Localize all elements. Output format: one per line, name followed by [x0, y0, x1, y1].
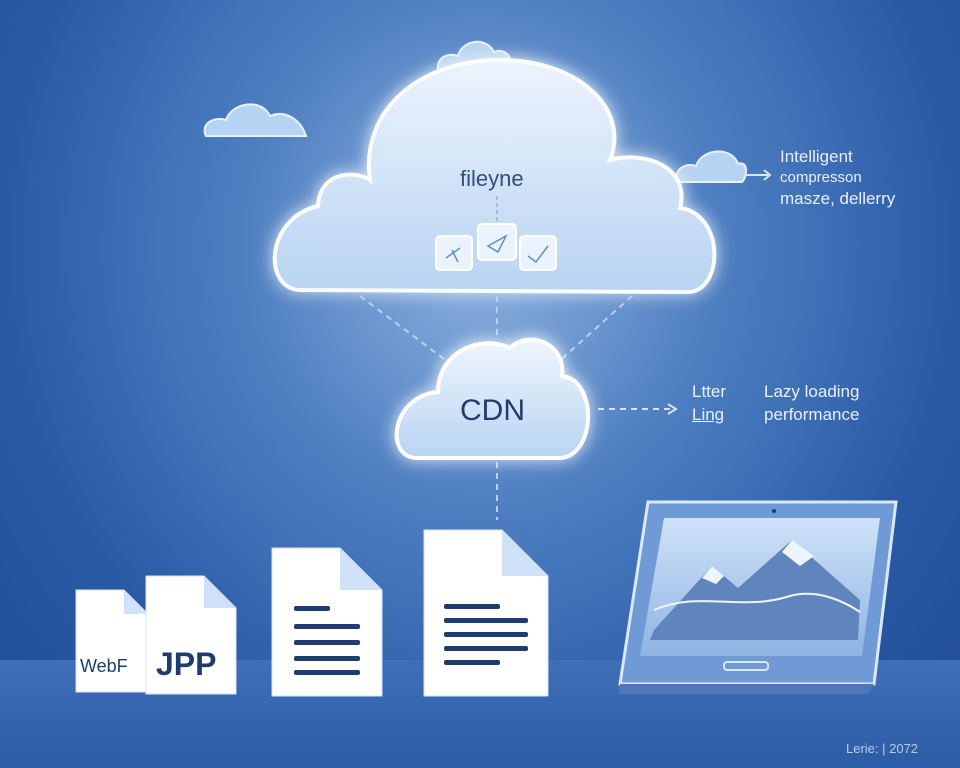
annotation-top-line1: Intelligent [780, 147, 853, 166]
cdn-cloud-title: CDN [460, 394, 525, 427]
tile-icon-center [477, 223, 517, 261]
document-jpp [145, 575, 237, 695]
annotation-mid-left-top: Ltter [692, 382, 727, 401]
footer-caption: Lerie: | 2072 [846, 741, 919, 756]
arrow-right-icon [744, 169, 772, 181]
tile-icon-right [519, 235, 557, 271]
document-jpp-label: JPP [156, 646, 217, 682]
annotation-top-line2: compresson [780, 169, 862, 186]
dashed-connectors [359, 295, 678, 520]
document-webf [75, 589, 149, 693]
main-cloud [272, 57, 717, 295]
annotation-mid-right-top: Lazy loading [764, 382, 860, 401]
tile-icon-left [435, 235, 473, 271]
document-text-2 [423, 529, 549, 697]
annotation-mid-left-bottom: Ling [692, 405, 725, 424]
document-webf-label: WebF [80, 656, 128, 676]
annotation-mid-right-bottom: performance [764, 405, 860, 424]
cdn-cloud [394, 337, 590, 460]
small-cloud-left [203, 103, 308, 137]
annotation-top-line3: masze, dellerry [780, 189, 896, 208]
small-cloud-right [675, 150, 748, 183]
document-text-1 [271, 547, 383, 697]
main-cloud-title: fileyne [460, 166, 524, 191]
laptop [618, 500, 898, 694]
